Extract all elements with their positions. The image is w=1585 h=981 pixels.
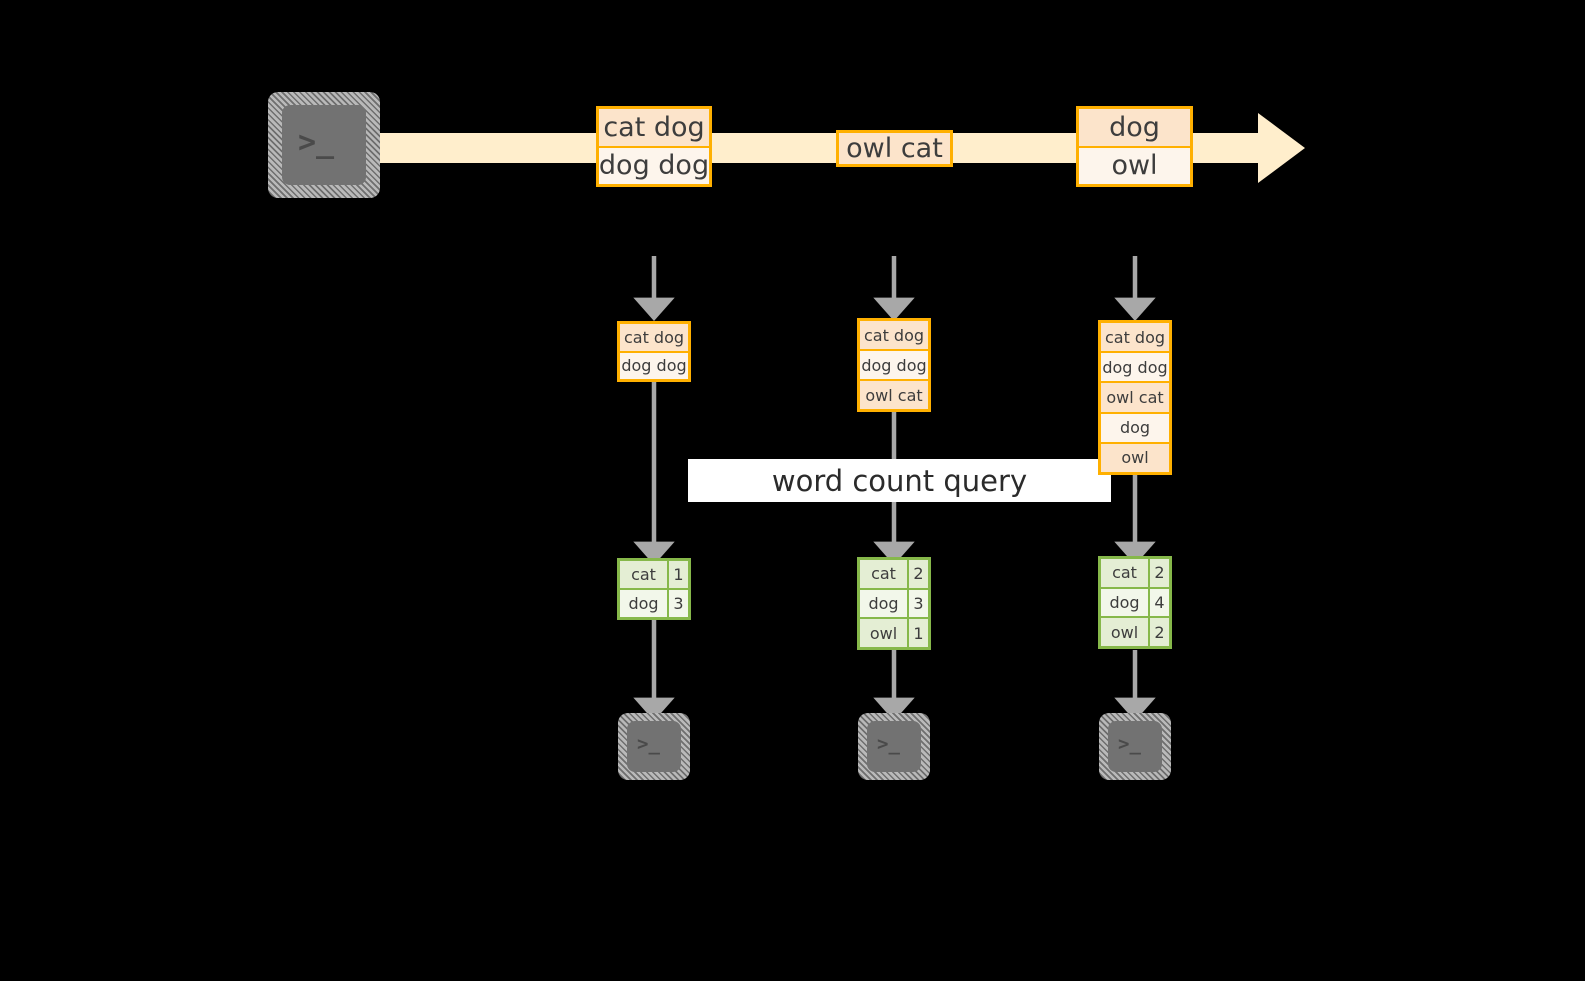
input-table-2: cat dog dog dog owl cat — [857, 318, 931, 412]
source-terminal-icon: >_ — [268, 92, 380, 198]
input-table-row: dog dog — [1101, 351, 1169, 382]
result-count: 1 — [667, 561, 688, 588]
terminal-screen — [1108, 721, 1162, 772]
result-count: 2 — [1148, 559, 1169, 587]
input-table-row: owl cat — [1101, 381, 1169, 412]
result-word: dog — [860, 589, 907, 618]
result-count: 4 — [1148, 588, 1169, 617]
stream-batch-line: cat dog — [599, 109, 709, 146]
result-table-3: cat 2 dog 4 owl 2 — [1098, 556, 1172, 649]
stream-batch-3: dog owl — [1076, 106, 1193, 187]
stream-batch-line: owl cat — [839, 133, 950, 164]
result-table-row: owl 2 — [1101, 616, 1169, 647]
sink-terminal-2: >_ — [858, 713, 930, 780]
stream-batch-line: dog dog — [599, 145, 709, 184]
result-table-row: owl 1 — [860, 617, 928, 648]
result-table-row: dog 3 — [620, 588, 688, 617]
result-word: owl — [860, 619, 907, 648]
stream-batch-2: owl cat — [836, 130, 953, 167]
input-table-row: cat dog — [860, 321, 928, 349]
result-word: cat — [860, 560, 907, 588]
result-table-row: cat 2 — [1101, 559, 1169, 587]
input-table-1: cat dog dog dog — [617, 321, 691, 382]
terminal-prompt-glyph: >_ — [637, 733, 660, 755]
terminal-screen — [627, 721, 681, 772]
result-count: 1 — [907, 619, 928, 648]
result-count: 2 — [907, 560, 928, 588]
stream-batch-line: owl — [1079, 145, 1190, 184]
stream-batch-1: cat dog dog dog — [596, 106, 712, 187]
terminal-screen — [867, 721, 921, 772]
result-word: cat — [1101, 559, 1148, 587]
sink-lines — [633, 620, 1156, 721]
trigger-lines — [633, 256, 1156, 321]
input-table-row: dog dog — [860, 349, 928, 379]
input-table-row: owl cat — [860, 379, 928, 409]
result-table-2: cat 2 dog 3 owl 1 — [857, 557, 931, 650]
result-count: 3 — [667, 590, 688, 617]
input-table-row: dog — [1101, 411, 1169, 442]
result-count: 3 — [907, 589, 928, 618]
terminal-prompt-glyph: >_ — [298, 125, 335, 160]
result-count: 2 — [1148, 618, 1169, 647]
result-word: owl — [1101, 618, 1148, 647]
result-table-row: cat 2 — [860, 560, 928, 588]
terminal-screen — [282, 105, 366, 185]
input-table-row: cat dog — [620, 324, 688, 351]
sink-terminal-3: >_ — [1099, 713, 1171, 780]
result-word: dog — [1101, 588, 1148, 617]
result-word: dog — [620, 590, 667, 617]
terminal-prompt-glyph: >_ — [1118, 733, 1141, 755]
stream-batch-line: dog — [1079, 109, 1190, 146]
input-table-row: cat dog — [1101, 323, 1169, 352]
result-word: cat — [620, 561, 667, 588]
result-table-1: cat 1 dog 3 — [617, 558, 691, 620]
query-label: word count query — [688, 459, 1111, 502]
result-table-row: dog 4 — [1101, 586, 1169, 617]
input-table-row: owl — [1101, 441, 1169, 473]
terminal-prompt-glyph: >_ — [877, 733, 900, 755]
sink-terminal-1: >_ — [618, 713, 690, 780]
input-table-row: dog dog — [620, 350, 688, 379]
input-table-3-overlay: cat dog dog dog owl cat dog owl — [1098, 320, 1172, 475]
result-table-row: dog 3 — [860, 587, 928, 618]
result-table-row: cat 1 — [620, 561, 688, 588]
